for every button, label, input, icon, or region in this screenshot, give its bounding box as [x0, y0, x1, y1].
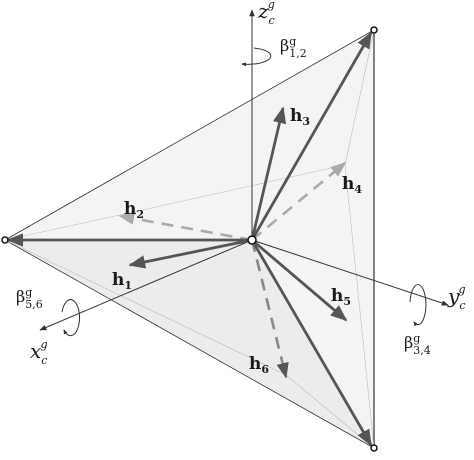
h3-label: h3 [290, 106, 310, 128]
x-axis-label: xcg [30, 338, 48, 367]
vector-h5 [251, 238, 348, 322]
h5-label: h5 [331, 286, 351, 308]
x-axis [39, 239, 253, 331]
left-vertex [1, 236, 9, 244]
leg-to-top-vertex [250, 31, 373, 241]
z-axis-label: zcg [257, 0, 275, 27]
leg-to-bottom-vertex [250, 239, 373, 447]
rotation-arrow-x [61, 299, 81, 337]
top-vertex [370, 26, 378, 34]
vector-h6 [250, 239, 289, 379]
rotation-arrow-y [409, 284, 427, 327]
vector-h1 [128, 238, 253, 269]
h4-label: h4 [342, 174, 362, 196]
bottom-vertex [370, 444, 378, 452]
y-axis [251, 239, 449, 306]
vector-h4 [251, 161, 347, 242]
h1-label: h1 [112, 270, 132, 292]
y-axis-label: ycg [447, 283, 466, 312]
vector-h2 [118, 212, 253, 242]
h2-label: h2 [124, 199, 144, 221]
vector-h3 [250, 106, 287, 241]
center-node [247, 235, 257, 245]
rotation-arrow-z [241, 47, 272, 67]
h6-label: h6 [249, 354, 269, 376]
